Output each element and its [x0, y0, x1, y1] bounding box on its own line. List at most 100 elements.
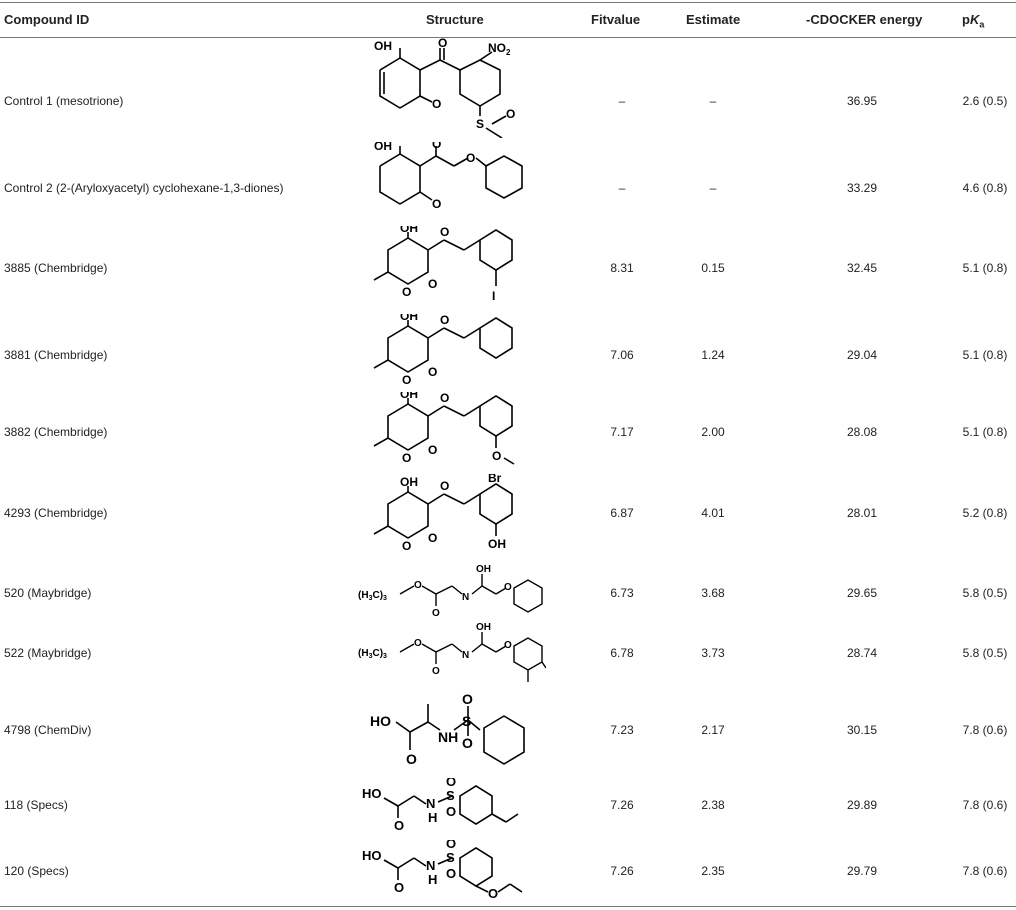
svg-text:O: O [432, 197, 441, 211]
svg-text:O: O [440, 392, 449, 405]
table-bottom-rule [0, 906, 1016, 907]
svg-text:O: O [504, 582, 512, 593]
svg-text:O: O [446, 804, 456, 819]
svg-text:O: O [428, 365, 437, 379]
svg-text:OH: OH [476, 622, 491, 633]
svg-text:(H3C)3: (H3C)3 [358, 648, 387, 660]
cdocker-cell: 32.45 [846, 261, 878, 275]
svg-text:S: S [462, 713, 471, 729]
pka-cell: 7.8 (0.6) [962, 723, 1008, 737]
estimate-cell: 2.35 [701, 864, 725, 878]
structure-aryloxyacetyl: OH O O O [374, 142, 523, 211]
fitvalue-cell: 7.23 [610, 723, 634, 737]
svg-text:OH: OH [400, 226, 418, 235]
svg-text:N: N [426, 858, 435, 873]
fitvalue-cell: 7.26 [610, 798, 634, 812]
fitvalue-cell: 6.87 [610, 506, 634, 520]
cdocker-cell: 29.89 [846, 798, 878, 812]
structure-3882: OH O O O O [373, 392, 515, 465]
pka-cell: 2.6 (0.5) [962, 94, 1008, 108]
table-top-rule [0, 2, 1016, 3]
cdocker-cell: 30.15 [846, 723, 878, 737]
pka-a: a [979, 19, 985, 30]
estimate-cell: 2.00 [701, 425, 725, 439]
svg-text:O: O [406, 751, 417, 767]
estimate-cell: 0.15 [701, 261, 725, 275]
estimate-cell: – [709, 94, 717, 108]
svg-text:O: O [438, 38, 447, 50]
estimate-cell: 4.01 [701, 506, 725, 520]
cdocker-cell: 29.04 [846, 348, 878, 362]
svg-text:OH: OH [400, 314, 418, 323]
structure-3885: OH O O O I [373, 226, 513, 303]
svg-text:O: O [466, 151, 475, 165]
pka-cell: 5.8 (0.5) [962, 586, 1008, 600]
fitvalue-cell: 7.06 [610, 348, 634, 362]
estimate-cell: – [709, 181, 717, 195]
fitvalue-cell: 6.78 [610, 646, 634, 660]
pka-cell: 7.8 (0.6) [962, 798, 1008, 812]
cdocker-cell: 28.74 [846, 646, 878, 660]
svg-text:OH: OH [374, 142, 392, 153]
cdocker-cell: 28.08 [846, 425, 878, 439]
svg-text:(H3C)3: (H3C)3 [358, 590, 387, 602]
pka-k: K [969, 12, 980, 27]
cdocker-cell: 29.65 [846, 586, 878, 600]
pka-cell: 5.1 (0.8) [962, 261, 1008, 275]
compound-id-cell: 520 (Maybridge) [4, 586, 92, 600]
cdocker-cell: 36.95 [846, 94, 878, 108]
svg-text:O: O [394, 818, 404, 833]
svg-text:O: O [394, 880, 404, 895]
cdocker-cell: 33.29 [846, 181, 878, 195]
fitvalue-cell: – [618, 94, 626, 108]
pka-cell: 5.1 (0.8) [962, 348, 1008, 362]
svg-text:O: O [504, 640, 512, 651]
svg-text:S: S [446, 850, 455, 865]
svg-text:NH: NH [438, 729, 458, 745]
svg-text:HO: HO [370, 713, 391, 729]
compound-id-cell: 3882 (Chembridge) [4, 425, 108, 439]
pka-cell: 5.8 (0.5) [962, 646, 1008, 660]
estimate-cell: 2.38 [701, 798, 725, 812]
structure-mesotrione: OH O NO2 O S O [374, 38, 515, 138]
pka-cell: 7.8 (0.6) [962, 864, 1008, 878]
svg-text:O: O [402, 285, 411, 299]
estimate-cell: 3.73 [701, 646, 725, 660]
svg-text:O: O [414, 638, 422, 649]
svg-text:N: N [426, 796, 435, 811]
svg-text:I: I [492, 289, 495, 303]
fitvalue-cell: 8.31 [610, 261, 634, 275]
svg-text:O: O [428, 443, 437, 457]
svg-text:HO: HO [362, 848, 382, 863]
svg-text:O: O [440, 314, 449, 327]
pka-cell: 5.1 (0.8) [962, 425, 1008, 439]
svg-text:OH: OH [400, 475, 418, 489]
svg-text:OH: OH [400, 392, 418, 401]
svg-text:O: O [446, 840, 456, 851]
header-estimate: Estimate [686, 12, 741, 27]
fitvalue-cell: – [618, 181, 626, 195]
compound-id-cell: Control 2 (2-(Aryloxyacetyl) cyclohexane… [4, 181, 284, 195]
compound-id-cell: 3885 (Chembridge) [4, 261, 108, 275]
structure-4798: HO O NH S O O [370, 692, 525, 767]
compound-id-cell: 522 (Maybridge) [4, 646, 92, 660]
svg-text:Br: Br [488, 474, 502, 485]
svg-text:O: O [492, 449, 501, 463]
compound-id-cell: 118 (Specs) [4, 798, 68, 812]
svg-text:O: O [402, 373, 411, 384]
svg-text:O: O [428, 531, 437, 545]
svg-text:O: O [402, 451, 411, 465]
svg-text:HO: HO [362, 786, 382, 801]
pka-cell: 5.2 (0.8) [962, 506, 1008, 520]
structure-522: (H3C)3 O O N OH O [358, 622, 546, 682]
compound-id-cell: 4293 (Chembridge) [4, 506, 108, 520]
label-oh: OH [374, 39, 392, 53]
pka-p: p [962, 12, 970, 27]
estimate-cell: 2.17 [701, 723, 725, 737]
compound-id-cell: 3881 (Chembridge) [4, 348, 108, 362]
header-structure: Structure [426, 12, 484, 27]
fitvalue-cell: 7.26 [610, 864, 634, 878]
svg-text:O: O [446, 778, 456, 789]
compound-id-cell: 120 (Specs) [4, 864, 69, 878]
